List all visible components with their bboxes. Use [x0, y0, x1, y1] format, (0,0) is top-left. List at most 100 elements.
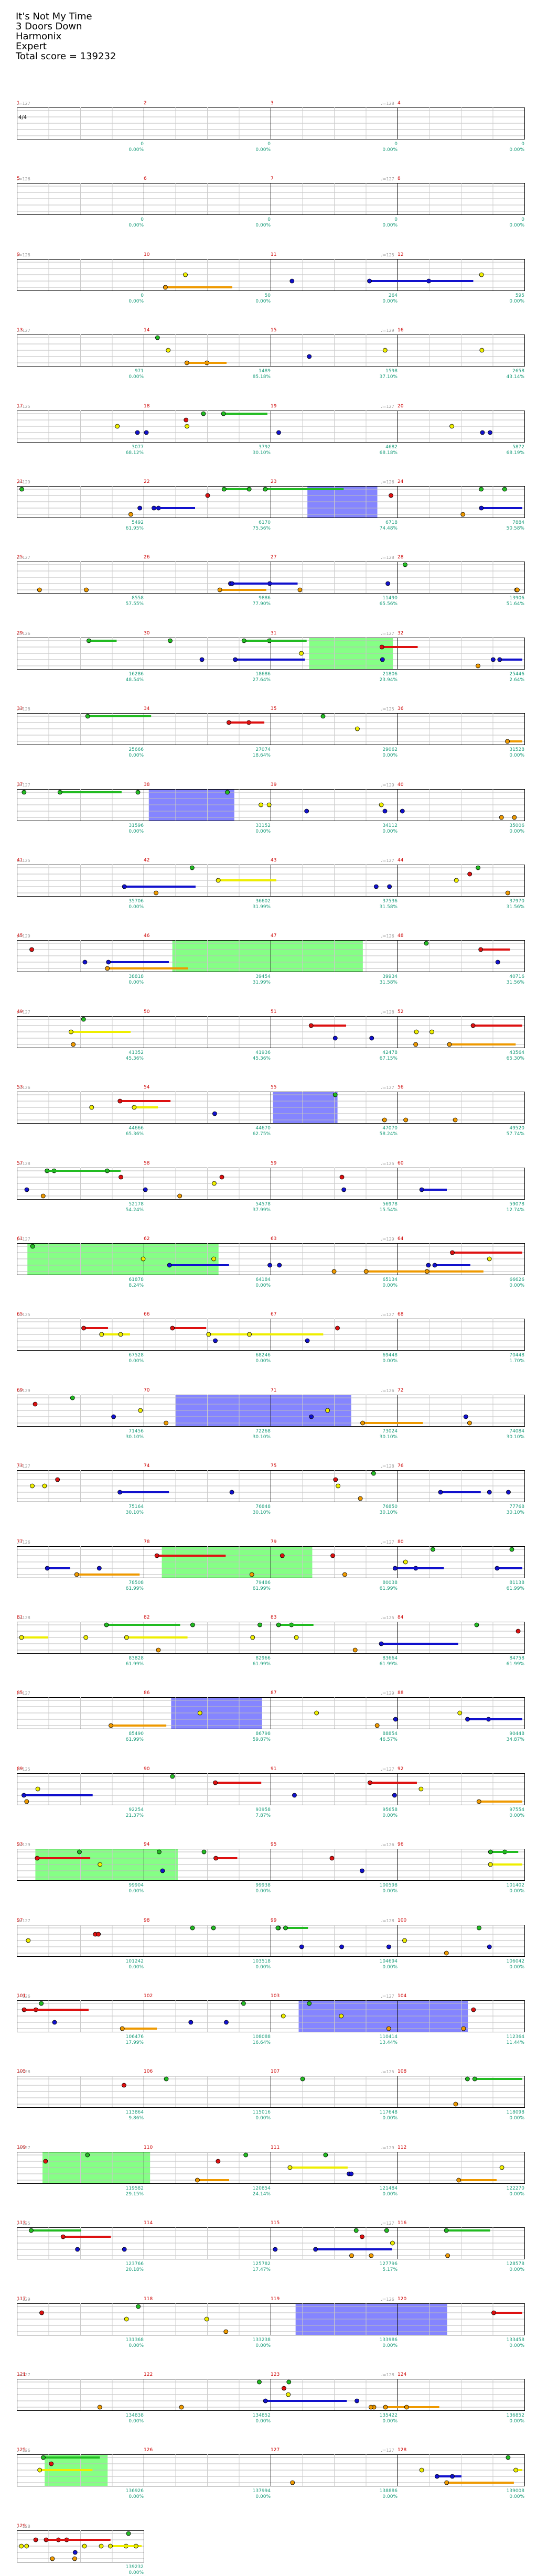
staff-row-svg: [17, 713, 525, 746]
staff-row: [17, 258, 525, 292]
note-gem: [495, 960, 500, 965]
cumulative-score: 106042: [506, 1958, 524, 1964]
score-percent: 0.00%: [128, 2343, 144, 2348]
sustain-bar: [285, 1926, 308, 1929]
note-gem: [213, 1338, 218, 1343]
cumulative-score: 128578: [506, 2261, 524, 2267]
cumulative-score: 3792: [259, 444, 271, 450]
note-gem: [111, 1414, 116, 1419]
staff-row-svg: [17, 562, 525, 594]
note-gem: [117, 1490, 122, 1495]
measure-number: 39: [271, 782, 277, 788]
tempo-marker: ♩=127: [381, 404, 394, 409]
measure-number: 119: [271, 2296, 280, 2302]
note-gem: [403, 562, 407, 567]
note-gem: [85, 714, 90, 719]
tempo-marker: ♩=126: [381, 934, 394, 939]
cumulative-score: 139232: [125, 2564, 144, 2570]
note-gem: [294, 1635, 299, 1640]
staff-row: [17, 1622, 525, 1654]
note-gem: [82, 960, 88, 965]
note-gem: [77, 1849, 82, 1855]
note-gem: [221, 411, 226, 416]
measure-number: 55: [271, 1085, 277, 1091]
note-gem: [106, 960, 111, 965]
note-gem: [444, 2480, 449, 2485]
measure-number: 68: [398, 1312, 404, 1318]
note-gem: [499, 815, 504, 820]
note-gem: [211, 1256, 216, 1262]
cumulative-score: 137994: [252, 2488, 271, 2494]
note-gem: [211, 1181, 217, 1185]
note-gem: [414, 1029, 419, 1034]
score-percent: 75.56%: [252, 526, 271, 531]
score-percent: 0.00%: [509, 223, 524, 229]
note-gem: [70, 1395, 75, 1400]
score-percent: 31.56%: [506, 980, 524, 986]
score-percent: 0.00%: [382, 2191, 398, 2197]
note-gem: [307, 354, 312, 359]
note-gem: [445, 2253, 450, 2258]
sustain-bar: [235, 658, 305, 661]
tempo-marker: ♩=127: [381, 177, 394, 182]
song-charter: Harmonix: [16, 31, 62, 42]
note-gem: [363, 1269, 369, 1274]
note-gem: [109, 1723, 113, 1728]
measure-number: 17: [17, 403, 23, 409]
tempo-marker: ♩=128: [17, 1161, 30, 1166]
sustain-bar: [449, 1043, 516, 1046]
note-gem: [418, 1786, 424, 1792]
measure-number: 98: [144, 1917, 150, 1923]
note-gem: [470, 1023, 476, 1028]
measure-number: 44: [398, 858, 404, 863]
note-gem: [157, 1849, 162, 1855]
tempo-marker: ♩=126: [17, 2448, 30, 2453]
tempo-marker: ♩=127: [17, 1009, 30, 1015]
note-gem: [24, 1799, 29, 1804]
tempo-marker: ♩=126: [381, 1388, 394, 1393]
sustain-bar: [224, 488, 250, 490]
cumulative-score: 123766: [125, 2261, 144, 2267]
staff-row: [17, 1167, 525, 1200]
note-gem: [213, 1856, 218, 1861]
note-gem: [331, 1269, 337, 1274]
tempo-marker: ♩=126: [381, 1842, 394, 1848]
sustain-bar: [46, 2538, 95, 2541]
cumulative-score: 40716: [509, 974, 524, 980]
note-gem: [368, 1780, 372, 1785]
measure-number: 15: [271, 328, 277, 333]
sustain-bar: [493, 2311, 522, 2314]
note-gem: [29, 947, 34, 952]
score-percent: 13.44%: [379, 2040, 398, 2045]
note-gem: [50, 2556, 55, 2561]
sustain-bar: [22, 1636, 48, 1639]
cumulative-score: 13906: [509, 596, 524, 601]
staff-row: [17, 2227, 525, 2260]
cumulative-score: 37536: [382, 899, 398, 904]
staff-row: [17, 1394, 525, 1427]
cumulative-score: 78508: [128, 1580, 144, 1586]
score-percent: 0.00%: [255, 1359, 271, 1364]
staff-row-svg: [17, 183, 525, 215]
note-gem: [286, 2392, 291, 2397]
note-gem: [115, 424, 120, 428]
cumulative-score: 39934: [382, 974, 398, 980]
cumulative-score: 103518: [252, 1958, 271, 1964]
score-percent: 57.55%: [125, 601, 144, 607]
cumulative-score: 0: [394, 142, 398, 147]
tempo-marker: ♩=125: [17, 1312, 30, 1318]
